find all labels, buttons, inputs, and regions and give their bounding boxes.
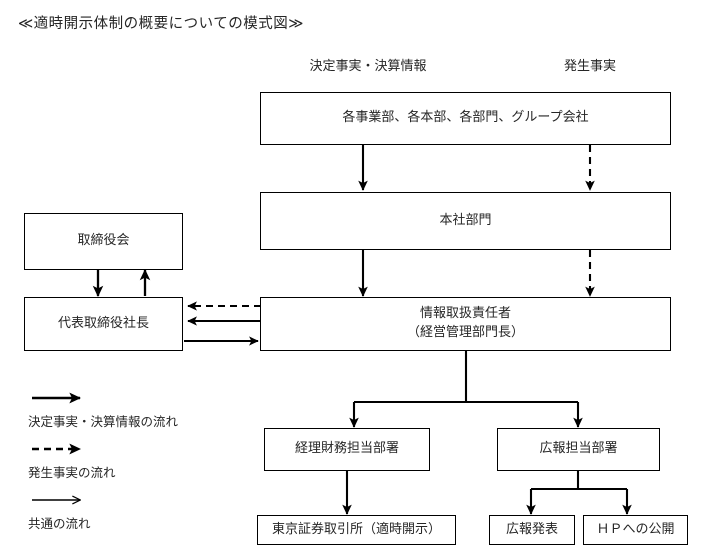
node-board-of-directors[interactable]: 取締役会 [24, 213, 183, 270]
caption-decided-facts: 決定事実・決算情報 [309, 59, 427, 74]
node-information-officer-label: 情報取扱責任者 [419, 306, 511, 322]
node-press-release[interactable]: 広報発表 [489, 515, 575, 545]
node-hp-publication[interactable]: ＨＰへの公開 [583, 515, 688, 545]
legend-label-occurred-facts: 発生事実の流れ [28, 465, 116, 480]
node-board-label: 取締役会 [77, 233, 130, 249]
node-tokyo-stock-exchange[interactable]: 東京証券取引所（適時開示） [257, 515, 456, 545]
page-title: ≪適時開示体制の概要についての模式図≫ [18, 16, 304, 32]
node-pr-department[interactable]: 広報担当部署 [497, 428, 660, 471]
node-accounting-department[interactable]: 経理財務担当部署 [264, 428, 430, 471]
caption-occurred-facts: 発生事実 [563, 59, 616, 74]
node-divisions-label: 各事業部、各本部、各部門、グループ会社 [342, 110, 589, 126]
node-head-office[interactable]: 本社部門 [260, 192, 671, 250]
node-hp-publication-label: ＨＰへの公開 [596, 521, 675, 537]
node-divisions[interactable]: 各事業部、各本部、各部門、グループ会社 [260, 92, 671, 145]
node-accounting-department-label: 経理財務担当部署 [294, 441, 399, 457]
node-information-officer[interactable]: 情報取扱責任者 （経営管理部門長） [260, 297, 671, 351]
node-head-office-label: 本社部門 [439, 212, 492, 228]
node-pr-department-label: 広報担当部署 [539, 441, 618, 457]
legend-label-common-flow: 共通の流れ [28, 516, 91, 531]
legend-label-decided-facts: 決定事実・決算情報の流れ [28, 414, 179, 429]
node-tokyo-stock-exchange-label: 東京証券取引所（適時開示） [271, 521, 441, 537]
node-information-officer-sublabel: （経営管理部門長） [406, 325, 524, 340]
node-press-release-label: 広報発表 [505, 521, 558, 537]
node-president-label: 代表取締役社長 [57, 315, 149, 331]
node-president[interactable]: 代表取締役社長 [24, 297, 183, 351]
